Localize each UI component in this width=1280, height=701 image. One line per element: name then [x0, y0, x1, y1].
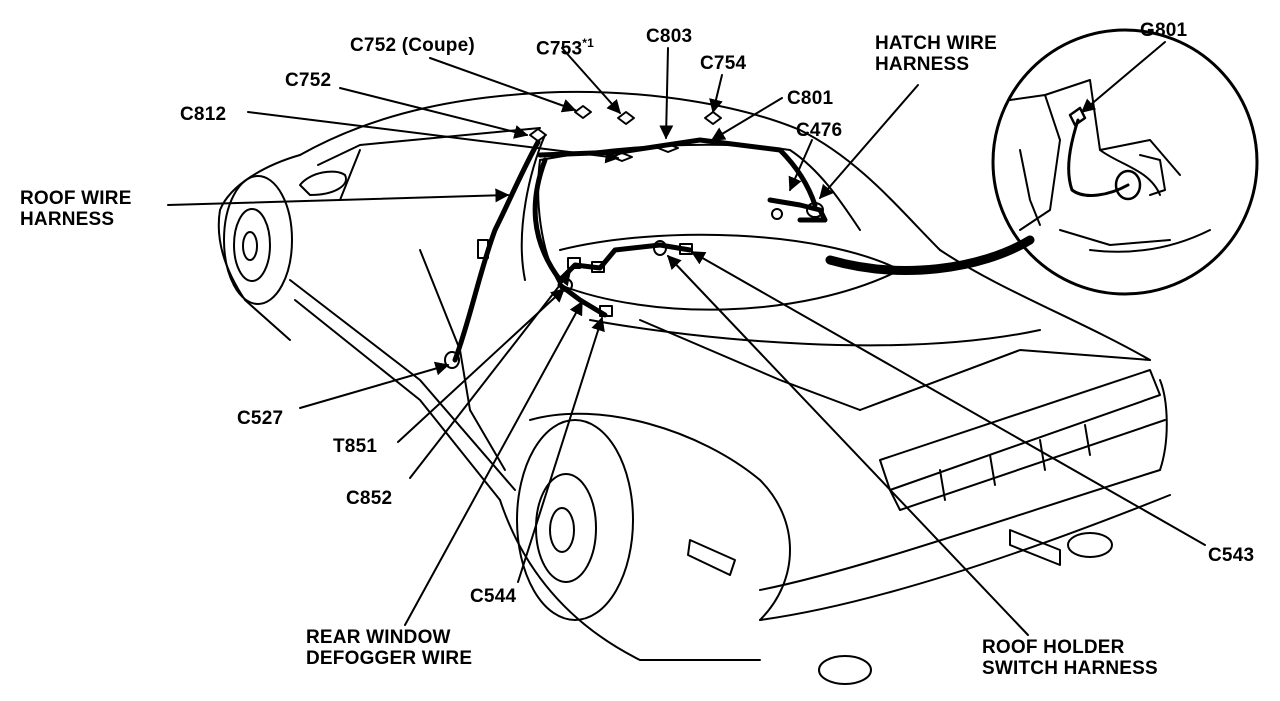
- label-c527: C527: [237, 408, 284, 429]
- label-rear-window-defogger-wire-line2: DEFOGGER WIRE: [306, 648, 473, 669]
- label-c543: C543: [1208, 545, 1255, 566]
- label-c812: C812: [180, 104, 227, 125]
- label-roof-holder-switch-harness-line1: ROOF HOLDER: [982, 637, 1125, 658]
- label-c753: C753*1: [536, 33, 594, 59]
- leader-lines: [167, 41, 1206, 636]
- label-c752-coupe: C752 (Coupe): [350, 35, 475, 56]
- label-c803: C803: [646, 26, 693, 47]
- label-hatch-wire-harness-line1: HATCH WIRE: [875, 33, 997, 54]
- car-body: [217, 90, 1171, 685]
- label-c852: C852: [346, 488, 393, 509]
- g801-inset: [991, 28, 1259, 296]
- label-roof-wire-harness-line2: HARNESS: [20, 209, 115, 230]
- label-roof-holder-switch-harness-line2: SWITCH HARNESS: [982, 658, 1158, 679]
- wire-harnesses: [452, 137, 828, 363]
- label-hatch-wire-harness-line2: HARNESS: [875, 54, 970, 75]
- label-rear-window-defogger-wire-line1: REAR WINDOW: [306, 627, 451, 648]
- label-c476: C476: [796, 120, 843, 141]
- label-roof-wire-harness-line1: ROOF WIRE: [20, 188, 132, 209]
- label-c754: C754: [700, 53, 747, 74]
- label-c801: C801: [787, 88, 834, 109]
- inset-leader: [825, 235, 1035, 275]
- label-c753-text: C753: [536, 38, 583, 60]
- label-g801: G801: [1140, 20, 1188, 41]
- label-c753-note: *1: [582, 36, 594, 50]
- label-c544: C544: [470, 586, 517, 607]
- label-t851: T851: [333, 436, 378, 457]
- label-c752: C752: [285, 70, 332, 91]
